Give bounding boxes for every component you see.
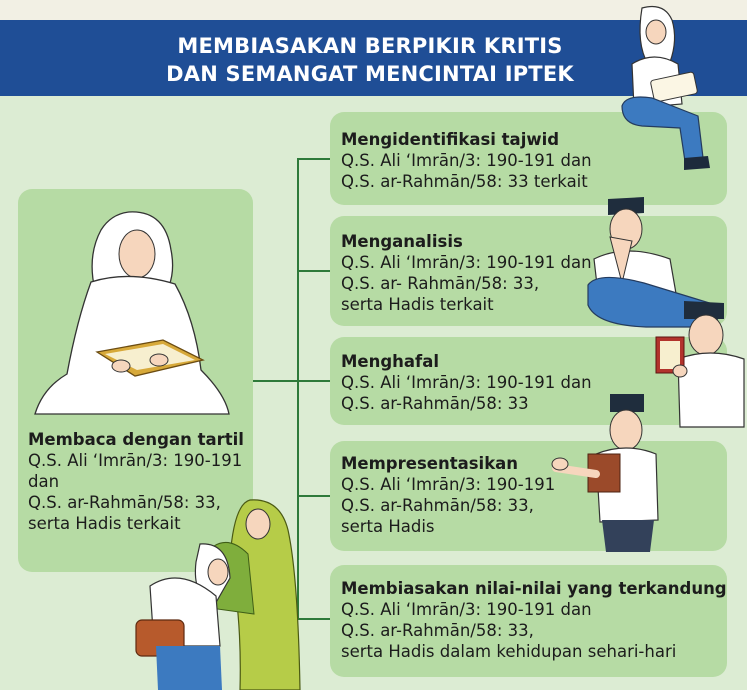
box-title: Mengidentifikasi tajwid bbox=[341, 130, 560, 149]
left-panel-line: Q.S. Ali ‘Imrān/3: 190-191 bbox=[28, 451, 243, 470]
box-present bbox=[330, 441, 727, 551]
connector-3 bbox=[297, 380, 331, 382]
box-habituate bbox=[330, 565, 727, 677]
box-identify-text: Mengidentifikasi tajwid Q.S. Ali ‘Imrān/… bbox=[341, 129, 592, 192]
box-present-text: Mempresentasikan Q.S. Ali ‘Imrān/3: 190-… bbox=[341, 453, 555, 537]
left-panel-line: Q.S. ar-Rahmān/58: 33, bbox=[28, 493, 221, 512]
connector-left bbox=[252, 380, 298, 382]
box-line: Q.S. ar-Rahmān/58: 33 bbox=[341, 394, 529, 413]
box-line: serta Hadis bbox=[341, 517, 435, 536]
box-title: Menganalisis bbox=[341, 232, 463, 251]
top-strip bbox=[0, 0, 747, 20]
left-panel-line: serta Hadis terkait bbox=[28, 514, 181, 533]
box-line: serta Hadis terkait bbox=[341, 295, 494, 314]
connector-5 bbox=[297, 618, 331, 620]
title-line-2: DAN SEMANGAT MENCINTAI IPTEK bbox=[166, 62, 574, 86]
boy-reading-icon bbox=[655, 301, 745, 428]
box-line: Q.S. ar-Rahmān/58: 33 terkait bbox=[341, 172, 588, 191]
box-title: Mempresentasikan bbox=[341, 454, 519, 473]
mother-daughter-hug-icon bbox=[135, 499, 301, 690]
connector-1 bbox=[297, 158, 331, 160]
box-line: Q.S. Ali ‘Imrān/3: 190-191 dan bbox=[341, 373, 592, 392]
title-line-1: MEMBIASAKAN BERPIKIR KRITIS bbox=[177, 34, 563, 58]
box-line: serta Hadis dalam kehidupan sehari-hari bbox=[341, 642, 677, 661]
box-line: Q.S. ar-Rahmān/58: 33, bbox=[341, 621, 534, 640]
left-panel-title: Membaca dengan tartil bbox=[28, 430, 244, 449]
box-line: Q.S. Ali ‘Imrān/3: 190-191 dan bbox=[341, 253, 592, 272]
title-banner: MEMBIASAKAN BERPIKIR KRITIS DAN SEMANGAT… bbox=[0, 20, 747, 96]
box-line: Q.S. ar- Rahmān/58: 33, bbox=[341, 274, 540, 293]
box-line: Q.S. ar-Rahmān/58: 33, bbox=[341, 496, 534, 515]
box-line: Q.S. Ali ‘Imrān/3: 190-191 dan bbox=[341, 151, 592, 170]
connector-2 bbox=[297, 270, 331, 272]
left-panel-line: dan bbox=[28, 472, 60, 491]
woman-reading-quran-icon bbox=[34, 211, 230, 415]
box-memorize-text: Menghafal Q.S. Ali ‘Imrān/3: 190-191 dan… bbox=[341, 351, 592, 414]
girl-reading-icon bbox=[621, 5, 710, 170]
left-panel-text: Membaca dengan tartil Q.S. Ali ‘Imrān/3:… bbox=[28, 429, 244, 534]
box-habituate-text: Membiasakan nilai-nilai yang terkandung … bbox=[341, 578, 727, 662]
boy-presenting-icon bbox=[551, 394, 659, 552]
box-title: Menghafal bbox=[341, 352, 440, 371]
connector-4 bbox=[297, 495, 331, 497]
connector-trunk bbox=[297, 159, 299, 619]
box-analyze-text: Menganalisis Q.S. Ali ‘Imrān/3: 190-191 … bbox=[341, 231, 592, 315]
box-line: Q.S. Ali ‘Imrān/3: 190-191 bbox=[341, 475, 556, 494]
box-line: Q.S. Ali ‘Imrān/3: 190-191 dan bbox=[341, 600, 592, 619]
box-title: Membiasakan nilai-nilai yang terkandung bbox=[341, 579, 727, 598]
